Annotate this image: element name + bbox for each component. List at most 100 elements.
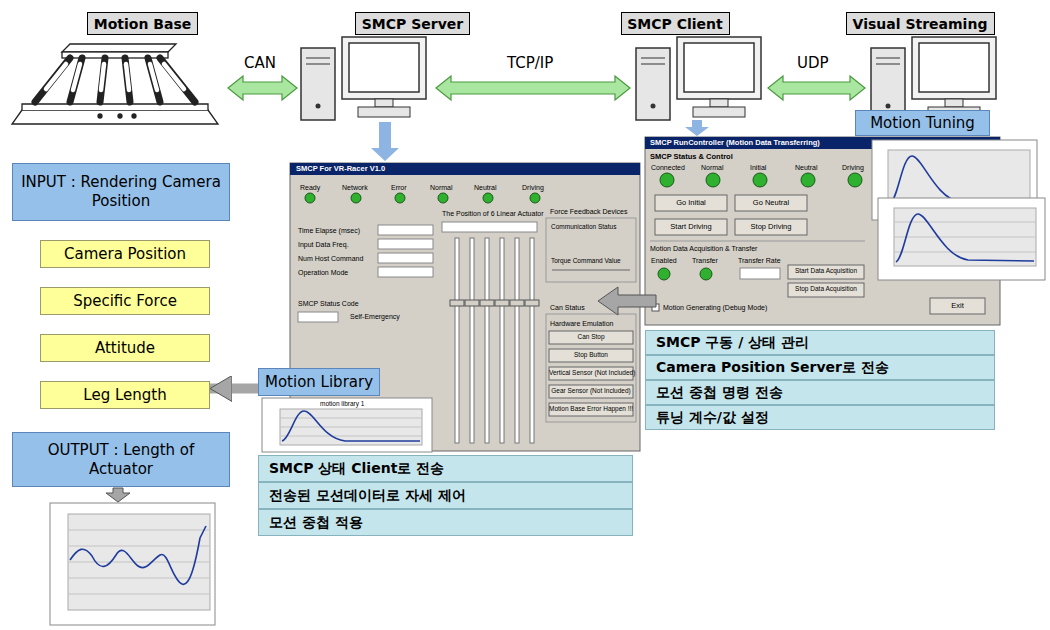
motion-base-illustration-part-part [101, 64, 104, 90]
screen-text: Motion Generating (Debug Mode) [663, 304, 767, 311]
server-window-part-part [546, 218, 636, 282]
screen-text: Operation Mode [298, 269, 348, 276]
motion-base-illustration-part-part [100, 58, 105, 102]
client-window-part-part [788, 265, 864, 279]
motion-base-illustration-part-part [73, 64, 80, 90]
screen-text: Stop Driving [735, 223, 807, 231]
function-box: Motion Library [258, 368, 380, 396]
screen-text: Error [391, 184, 407, 191]
output-chart-part-part [68, 562, 210, 563]
server-window-part-part [465, 300, 479, 306]
motion-library-chart-part-part [280, 418, 422, 419]
server-window-part-part [298, 312, 338, 322]
down-arrows-part [685, 120, 709, 136]
data-box: Specific Force [40, 287, 210, 315]
client-window-part-part [655, 195, 727, 211]
box-text: 모션 중첩 적용 [269, 514, 363, 532]
box-text: 튜닝 계수/값 설정 [656, 409, 769, 427]
client-window-part [740, 268, 780, 279]
screen-text: Time Elapse (msec) [298, 227, 360, 234]
tuning-charts-part-part [894, 237, 1036, 238]
client-window-part-part [660, 173, 674, 187]
screen-text: The Position of 6 Linear Actuator [442, 210, 544, 217]
screen-text: Normal [701, 164, 724, 171]
tier-header: SMCP Server [355, 12, 470, 35]
screen-text: Motion Data Acquisition & Transfer [650, 245, 757, 252]
client-window-part [658, 268, 712, 280]
client-window-part-part [706, 173, 720, 187]
motion-base-illustration-part [22, 104, 208, 110]
client-window-part-part [735, 219, 807, 235]
box-text: OUTPUT : Length of Actuator [21, 441, 221, 479]
screen-text: Initial [750, 164, 766, 171]
flow-arrow [210, 384, 258, 394]
server-window-part-part [495, 300, 509, 306]
tuning-charts-part [878, 198, 1045, 280]
screen-text: Connected [651, 164, 685, 171]
server-window-part-part [442, 222, 537, 232]
server-window-part-part [500, 238, 504, 443]
role-box: 모션 중첩 명령 전송 [645, 380, 995, 405]
motion-library-chart-part [282, 411, 420, 441]
server-window-part-part [455, 238, 459, 443]
screen-text: Go Neutral [735, 199, 807, 207]
output-chart [50, 488, 215, 625]
output-chart-part-part [68, 594, 210, 595]
tuning-charts-part-part [894, 252, 1036, 253]
server-window-part-part [530, 238, 534, 443]
tuning-charts-part-part [894, 222, 1036, 223]
function-box: Motion Tuning [855, 110, 990, 136]
motion-base-illustration-part [98, 114, 102, 118]
box-text: Leg Length [83, 386, 166, 404]
box-text: Specific Force [73, 292, 177, 310]
screen-text: Transfer Rate [738, 257, 781, 264]
data-box: Camera Position [40, 240, 210, 268]
motion-base-illustration-part-part [164, 64, 184, 89]
motion-base-illustration-part-part [160, 58, 195, 102]
screen-text: Can Stop [549, 334, 633, 341]
screen-text: Stop Data Acquisition [788, 286, 864, 293]
server-window-part-part [378, 239, 433, 249]
tier-header: Visual Streaming [846, 12, 995, 35]
link-arrows [228, 76, 865, 100]
link-label: TCP/IP [507, 56, 553, 71]
client-window-part [650, 241, 865, 242]
server-window-part-part [549, 349, 633, 362]
tier-header: SMCP Client [621, 12, 730, 35]
motion-base-illustration [12, 44, 218, 124]
client-window-part-part [848, 173, 862, 187]
computers-part [871, 37, 996, 120]
motion-base-illustration-part [62, 52, 168, 58]
server-window-part-part [510, 300, 524, 306]
box-text: SMCP Client [627, 16, 722, 32]
screen-text: Torque Command Value [551, 258, 621, 265]
motion-base-illustration-part [35, 58, 195, 102]
client-window-part-part [700, 268, 712, 280]
screen-text: Neutral [795, 164, 818, 171]
motion-base-illustration-part-part [126, 64, 129, 90]
motion-base-illustration-part-part [148, 58, 160, 102]
motion-base-illustration-part-part [35, 58, 70, 102]
server-window-part-part [530, 193, 540, 203]
role-box: 튜닝 계수/값 설정 [645, 405, 995, 430]
input-box: INPUT : Rendering Camera Position [12, 163, 230, 221]
server-window-part-part [305, 193, 315, 203]
output-chart-part [106, 488, 130, 502]
server-window-part-part [470, 238, 474, 443]
server-window-part-part [378, 225, 433, 235]
link-label: UDP [797, 56, 829, 71]
output-chart-part [70, 526, 206, 584]
output-chart-part-part [68, 530, 210, 531]
link-arrows-part [768, 76, 865, 100]
box-text: Motion Library [265, 373, 373, 392]
box-text: Motion Base [94, 16, 191, 32]
screen-text: Input Data Freq. [298, 241, 349, 248]
screen-text: Vertical Sensor (Not Included) [549, 370, 633, 377]
client-window-part-part [735, 195, 807, 211]
client-window-part-part [930, 298, 985, 314]
server-window-part-part [351, 193, 361, 203]
output-chart-part [50, 503, 215, 625]
link-arrows-part [436, 76, 630, 100]
output-chart-part [68, 530, 210, 594]
